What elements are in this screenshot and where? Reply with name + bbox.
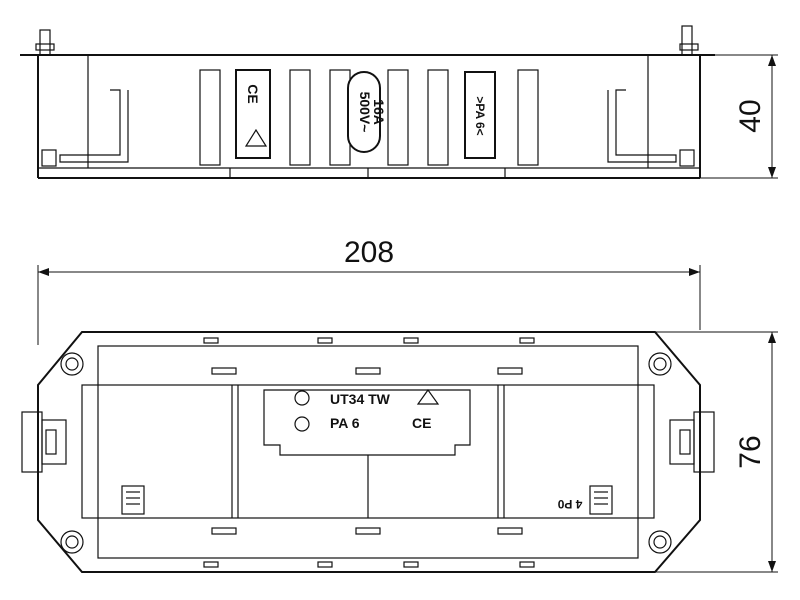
top-view: UT34 TW PA 6 CE 4 P0 xyxy=(21,331,715,573)
screw-hole-bl xyxy=(60,530,84,554)
dimension-width: 76 xyxy=(655,331,778,573)
rating-oval xyxy=(347,71,381,153)
dimension-height-label: 40 xyxy=(734,99,767,132)
material-plate xyxy=(464,71,496,159)
top-ce-mark: CE xyxy=(412,415,431,431)
side-view: CE 500V~ 16A >PA 6< xyxy=(20,25,715,179)
top-model: UT34 TW xyxy=(330,391,391,407)
terminal-screw-left xyxy=(121,485,145,515)
terminal-screw-right xyxy=(589,485,613,515)
label-block xyxy=(263,389,471,456)
screw-hole-tr xyxy=(648,352,672,376)
top-material: PA 6 xyxy=(330,415,360,431)
clamp-right xyxy=(669,411,715,473)
side-rating-volts: 500V~ xyxy=(357,92,373,133)
clamp-left xyxy=(21,411,67,473)
dimension-height: 40 xyxy=(700,54,778,179)
top-label: 4 P0 xyxy=(557,497,582,511)
side-material: >PA 6< xyxy=(473,96,487,135)
dimension-length: 208 xyxy=(37,236,701,345)
side-rating-amps: 16A xyxy=(371,99,387,125)
screw-hole-tl xyxy=(60,352,84,376)
screw-hole-br xyxy=(648,530,672,554)
weee-icon xyxy=(244,128,268,147)
side-ce-mark: CE xyxy=(245,84,261,103)
dimension-length-label: 208 xyxy=(344,236,394,269)
top-weee-icon xyxy=(416,388,440,405)
dimension-width-label: 76 xyxy=(734,435,767,468)
